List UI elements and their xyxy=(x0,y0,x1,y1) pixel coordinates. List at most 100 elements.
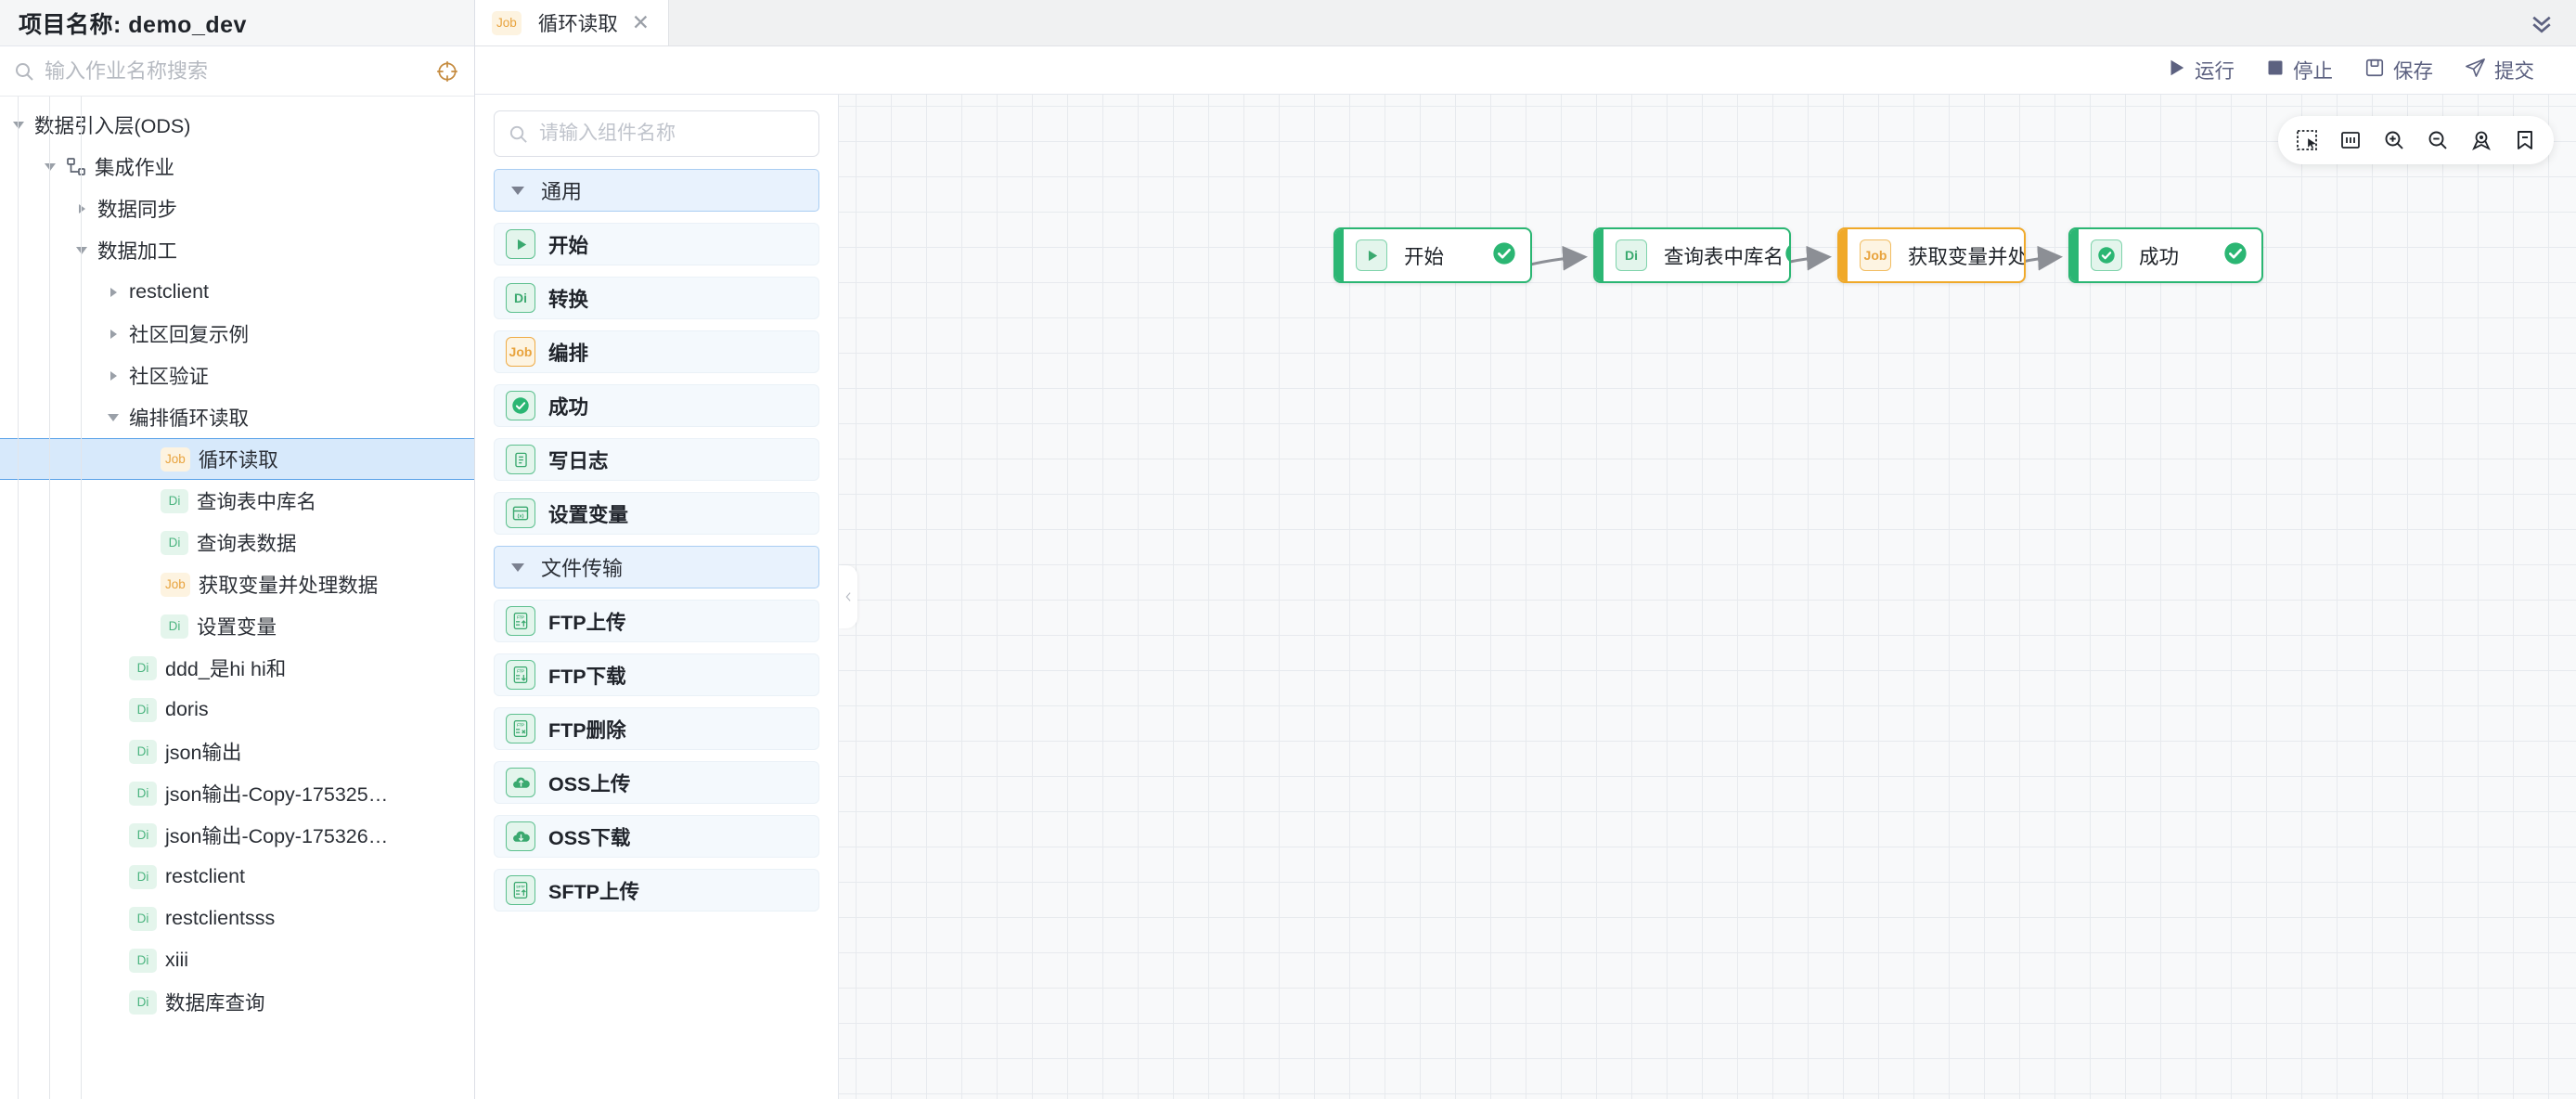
chevron-right-icon[interactable] xyxy=(104,283,122,302)
tree-spacer xyxy=(135,492,154,511)
tree-item-label: 获取变量并处理数据 xyxy=(198,575,379,597)
job-badge-icon: Job xyxy=(492,10,522,35)
palette-group-header[interactable]: 通用 xyxy=(494,169,819,212)
save-button[interactable]: 保存 xyxy=(2349,46,2449,94)
submit-button-label: 提交 xyxy=(2493,60,2534,83)
flow-node[interactable]: 开始 xyxy=(1333,227,1532,283)
crosshair-locate-icon[interactable] xyxy=(435,59,459,84)
palette-item[interactable]: 写日志 xyxy=(494,438,819,481)
tree-item[interactable]: 数据同步 xyxy=(0,187,474,229)
play-icon xyxy=(506,229,535,259)
svg-text:FTP: FTP xyxy=(517,723,524,728)
stop-button[interactable]: 停止 xyxy=(2250,46,2349,94)
component-search-input[interactable] xyxy=(539,123,805,145)
fit-view-icon[interactable] xyxy=(2335,124,2366,156)
tree-item-label: restclient xyxy=(129,280,210,303)
tree-item-label: 查询表数据 xyxy=(197,533,297,555)
zoom-out-icon[interactable] xyxy=(2422,124,2454,156)
tree-item[interactable]: 编排循环读取 xyxy=(0,396,474,438)
palette-item[interactable]: 成功 xyxy=(494,384,819,427)
locate-node-icon[interactable] xyxy=(2466,124,2497,156)
job-search-bar[interactable] xyxy=(0,46,474,97)
search-icon xyxy=(13,60,35,83)
close-icon[interactable]: ✕ xyxy=(631,10,650,34)
node-accent-bar xyxy=(1335,229,1344,281)
tree-spacer xyxy=(104,951,122,970)
tree-item[interactable]: 数据引入层(ODS) xyxy=(0,104,474,146)
palette-item-label: 转换 xyxy=(548,288,589,311)
palette-item-label: 编排 xyxy=(548,342,589,365)
component-search-bar[interactable] xyxy=(494,110,819,157)
tab-loop-read[interactable]: Job 循环读取 ✕ xyxy=(475,0,670,45)
search-input[interactable] xyxy=(45,58,426,84)
tree-guide-line xyxy=(49,97,50,1099)
page-title: 项目名称: demo_dev xyxy=(19,11,247,38)
tree-item[interactable]: restclient xyxy=(0,271,474,313)
palette-item[interactable]: OSS上传 xyxy=(494,761,819,804)
sftp-upload-icon: SFTP xyxy=(506,875,535,905)
flow-node-label: 成功 xyxy=(2139,245,2180,268)
chevron-down-icon[interactable] xyxy=(72,241,91,260)
stop-button-label: 停止 xyxy=(2292,60,2333,83)
chevron-down-icon[interactable] xyxy=(41,158,59,176)
chevron-down-icon[interactable] xyxy=(104,408,122,427)
tree-item-label: json输出 xyxy=(165,742,242,764)
tree-item[interactable]: 数据加工 xyxy=(0,229,474,271)
submit-button[interactable]: 提交 xyxy=(2449,46,2550,94)
tree-item-label: xiii xyxy=(165,949,189,971)
palette-item[interactable]: 开始 xyxy=(494,223,819,265)
marquee-select-icon[interactable] xyxy=(2291,124,2323,156)
variable-window-icon: (x) xyxy=(506,498,535,528)
job-badge-icon: Job xyxy=(1860,239,1891,271)
palette-item[interactable]: OSS下载 xyxy=(494,815,819,858)
node-accent-bar xyxy=(1595,229,1604,281)
tree-spacer xyxy=(104,868,122,886)
palette-group-header[interactable]: 文件传输 xyxy=(494,546,819,588)
tree-item[interactable]: 社区回复示例 xyxy=(0,313,474,355)
palette-item[interactable]: (x)设置变量 xyxy=(494,492,819,535)
chevron-right-icon[interactable] xyxy=(72,200,91,218)
chevron-right-icon[interactable] xyxy=(104,325,122,343)
chevron-down-icon xyxy=(511,562,524,572)
bookmark-minus-icon[interactable] xyxy=(2509,124,2541,156)
chevron-down-icon[interactable] xyxy=(9,116,28,135)
palette-item-label: 开始 xyxy=(548,234,589,257)
svg-text:SFTP: SFTP xyxy=(516,886,525,889)
editor-tabbar: Job 循环读取 ✕ xyxy=(475,0,2576,46)
tree-item-label: 数据库查询 xyxy=(165,992,265,1015)
tree-item[interactable]: 集成作业 xyxy=(0,146,474,187)
tree-item[interactable]: 社区验证 xyxy=(0,355,474,396)
palette-group-label: 文件传输 xyxy=(541,557,624,580)
flow-node[interactable]: 成功 xyxy=(2068,227,2263,283)
run-button[interactable]: 运行 xyxy=(2150,46,2250,94)
zoom-in-icon[interactable] xyxy=(2378,124,2410,156)
chevron-right-icon[interactable] xyxy=(104,367,122,385)
double-chevron-down-icon[interactable] xyxy=(2528,9,2556,37)
palette-collapse-handle[interactable] xyxy=(839,565,857,628)
